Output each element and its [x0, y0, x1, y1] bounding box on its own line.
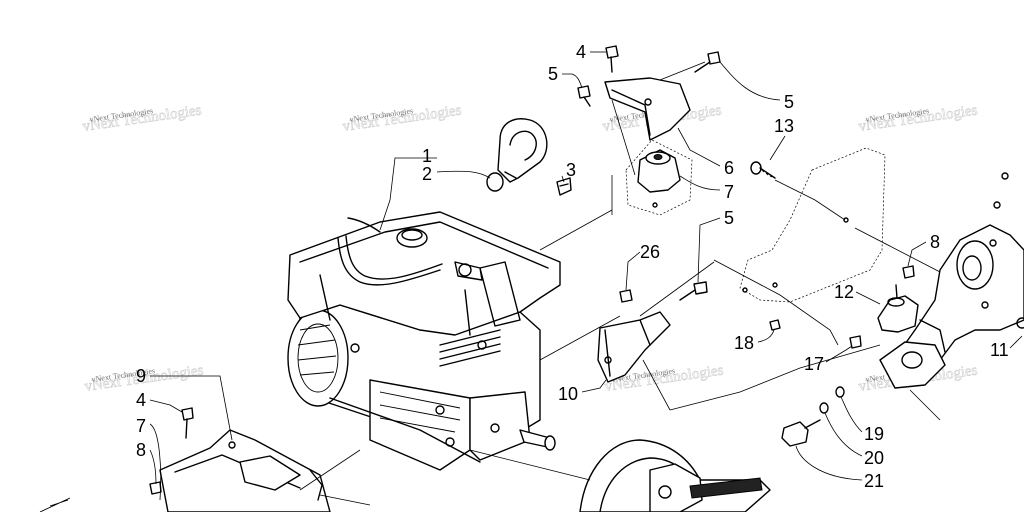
callout-5: 5	[724, 208, 734, 228]
callout-labels: 1 2 3 4 5 5 6 7 13 5 26 8 12 18 11 17 10…	[136, 42, 1009, 491]
right-mount-bracket	[877, 172, 1024, 389]
upper-mount-bracket	[577, 45, 721, 216]
callout-6: 6	[724, 158, 734, 178]
callout-8: 8	[136, 440, 146, 460]
cable-clip	[556, 177, 572, 196]
callout-3: 3	[566, 160, 576, 180]
callout-5: 5	[548, 64, 558, 84]
leader-lines	[149, 51, 1023, 506]
callout-1: 1	[422, 146, 432, 166]
callout-8: 8	[930, 232, 940, 252]
callout-18: 18	[734, 333, 754, 353]
callout-2: 2	[422, 164, 432, 184]
callout-17: 17	[804, 354, 824, 374]
callout-20: 20	[864, 448, 884, 468]
engine-support-bracket	[597, 281, 781, 383]
starter-handle	[486, 118, 548, 192]
callout-5: 5	[784, 92, 794, 112]
callout-4: 4	[136, 390, 146, 410]
left-mount-bracket	[39, 407, 331, 512]
callout-10: 10	[558, 384, 578, 404]
callout-21: 21	[864, 471, 884, 491]
callout-19: 19	[864, 424, 884, 444]
callout-9: 9	[136, 366, 146, 386]
callout-4: 4	[576, 42, 586, 62]
side-plate	[739, 147, 886, 303]
engine-assembly	[287, 211, 561, 471]
callout-13: 13	[774, 116, 794, 136]
callout-7: 7	[724, 182, 734, 202]
callout-12: 12	[834, 282, 854, 302]
drive-clutch	[579, 439, 771, 512]
callout-7: 7	[136, 416, 146, 436]
callout-26: 26	[640, 242, 660, 262]
knob-hardware	[781, 335, 862, 447]
callout-11: 11	[990, 340, 1009, 360]
